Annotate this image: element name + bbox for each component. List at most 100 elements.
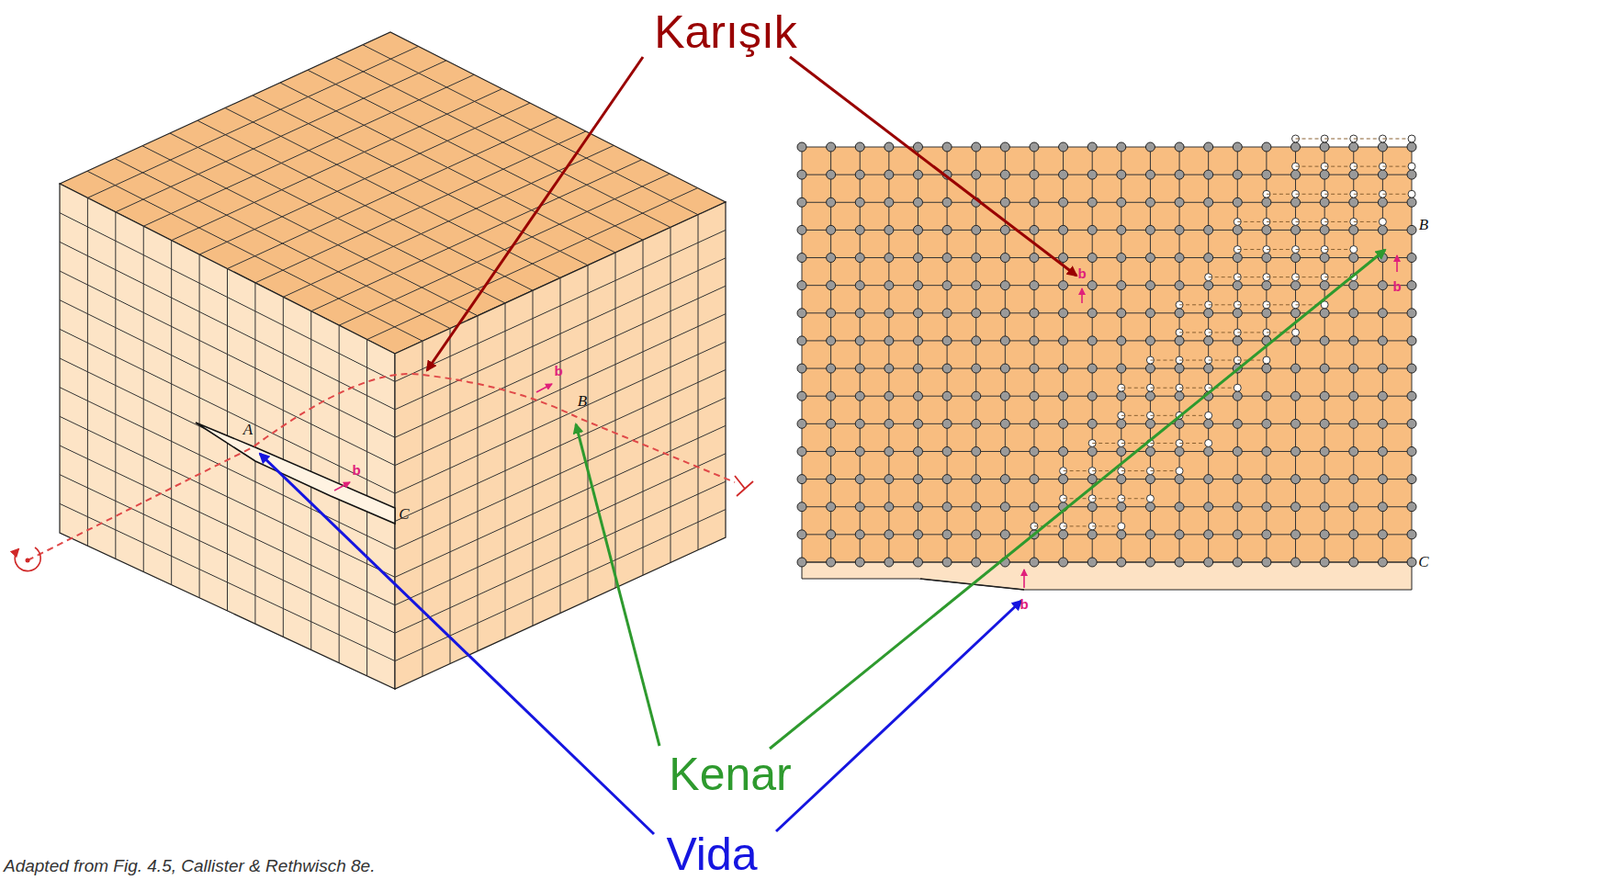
atom <box>1291 418 1301 429</box>
atom <box>1291 308 1301 318</box>
displaced-bond <box>1208 331 1239 333</box>
atom <box>826 169 836 180</box>
atom <box>1232 197 1242 207</box>
displaced-atom <box>1378 217 1386 226</box>
atom <box>1319 363 1330 373</box>
atom <box>1349 169 1359 180</box>
atom <box>1377 529 1387 540</box>
atom <box>1059 169 1069 180</box>
atom <box>1232 308 1242 318</box>
edge-symbol <box>734 475 754 496</box>
atom <box>1029 557 1039 567</box>
atom <box>1059 557 1069 567</box>
displaced-bond <box>1295 138 1326 140</box>
lattice-line <box>917 146 919 563</box>
displaced-bond <box>1237 248 1267 250</box>
atom <box>942 197 952 207</box>
atom <box>1377 391 1387 401</box>
atom <box>1319 281 1330 291</box>
atom <box>1291 502 1301 512</box>
displaced-bond <box>1092 442 1122 444</box>
atom <box>797 502 807 512</box>
atom <box>1145 281 1155 291</box>
burgers-vector-label: b <box>1019 597 1028 613</box>
displaced-atom <box>1146 495 1154 503</box>
displaced-bond <box>1295 276 1326 278</box>
atom <box>855 557 865 567</box>
atom <box>1377 169 1387 180</box>
atom <box>942 474 952 485</box>
point-label: C <box>398 506 409 524</box>
displaced-bond <box>1353 166 1384 168</box>
atom <box>1319 418 1330 429</box>
displaced-bond <box>1237 304 1267 305</box>
displaced-bond <box>1121 497 1151 499</box>
atom <box>1291 446 1301 456</box>
lattice-line <box>801 146 803 563</box>
atom <box>942 142 952 152</box>
atom <box>884 391 894 401</box>
atom <box>1232 391 1242 401</box>
atom <box>971 225 981 235</box>
atom <box>1174 446 1184 456</box>
displaced-atom <box>1205 411 1213 419</box>
atom <box>1059 225 1069 235</box>
grid-line <box>335 57 671 228</box>
atom <box>1261 474 1272 485</box>
atom <box>826 418 836 429</box>
displaced-bond <box>1353 138 1384 140</box>
grid-line <box>670 227 672 564</box>
atom <box>1407 446 1417 456</box>
atom <box>942 557 952 567</box>
atom <box>1145 474 1155 485</box>
displaced-bond <box>1353 221 1384 223</box>
atom <box>942 336 952 346</box>
atom <box>1377 308 1387 318</box>
atom <box>1174 363 1184 373</box>
atom <box>912 446 923 456</box>
atom <box>1407 142 1417 152</box>
atom <box>855 363 865 373</box>
atom <box>1000 169 1010 180</box>
atom <box>1000 197 1010 207</box>
atom <box>1291 253 1301 263</box>
atom <box>884 418 894 429</box>
displaced-bond <box>1179 387 1209 389</box>
displaced-bond <box>1121 415 1151 417</box>
atom <box>1145 529 1155 540</box>
displaced-bond <box>1295 221 1326 223</box>
atom <box>1174 557 1184 567</box>
displaced-atom <box>1205 439 1213 447</box>
atom <box>1029 391 1039 401</box>
atom <box>1349 225 1359 235</box>
atom <box>884 363 894 373</box>
atom <box>1377 197 1387 207</box>
atom <box>971 391 981 401</box>
atom <box>1000 474 1010 485</box>
atom <box>912 557 923 567</box>
displaced-bond <box>1295 248 1326 250</box>
atom <box>942 253 952 263</box>
atom <box>971 557 981 567</box>
point-label: B <box>1419 216 1429 235</box>
atom <box>797 225 807 235</box>
burgers-vector-label: b <box>1392 279 1401 295</box>
atom <box>1204 281 1214 291</box>
displaced-bond <box>1179 442 1209 444</box>
atom <box>1349 253 1359 263</box>
atom <box>971 446 981 456</box>
atom <box>1116 336 1127 346</box>
atom <box>1319 446 1330 456</box>
atom <box>1087 502 1097 512</box>
atom <box>1349 363 1359 373</box>
atom <box>855 142 865 152</box>
displaced-atom <box>1292 328 1300 337</box>
displaced-bond <box>1237 360 1267 361</box>
displaced-bond <box>1353 193 1384 195</box>
displaced-bond <box>1179 331 1209 333</box>
point-label: B <box>577 393 587 411</box>
atom <box>912 197 923 207</box>
atom <box>1319 336 1330 346</box>
atom <box>1029 142 1039 152</box>
grid-line <box>362 45 699 215</box>
